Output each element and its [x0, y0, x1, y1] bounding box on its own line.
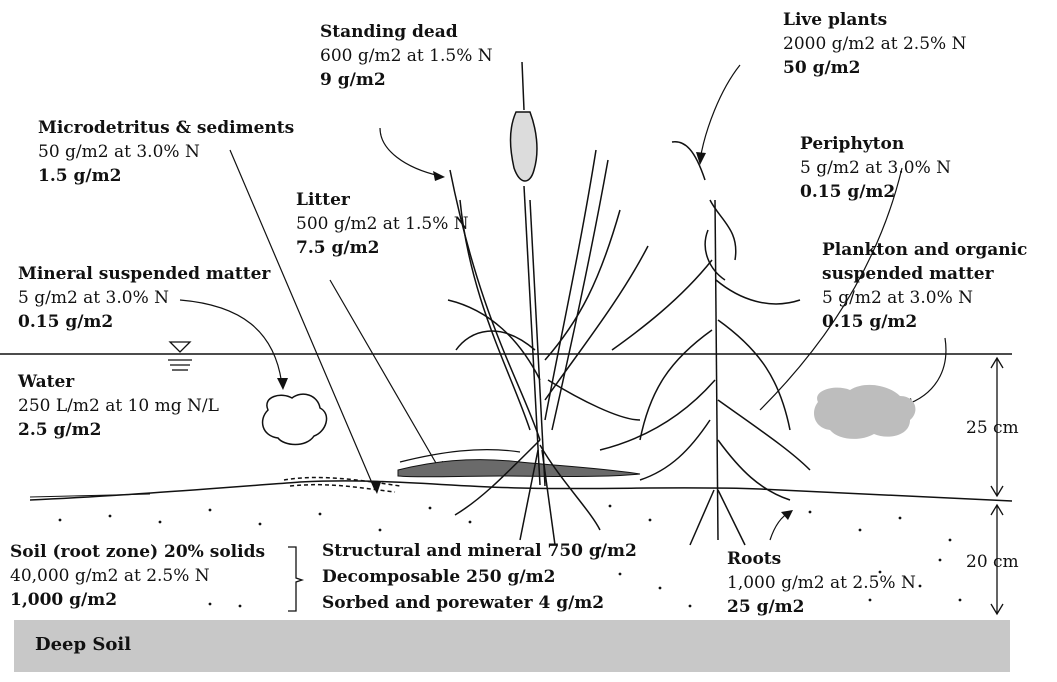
mineral-suspended-blob	[263, 394, 327, 444]
water-depth-label: 25 cm	[966, 418, 1019, 438]
root-zone-depth-label: 20 cm	[966, 552, 1019, 572]
soil-label: Soil (root zone) 20% solids 40,000 g/m2 …	[10, 540, 265, 612]
soil-fraction-decomposable: Decomposable 250 g/m2	[322, 566, 555, 589]
plankton-blob	[814, 385, 915, 439]
water-level-symbol	[168, 342, 192, 370]
litter-label: Litter 500 g/m2 at 1.5% N 7.5 g/m2	[296, 188, 469, 260]
plankton-label: Plankton and organic suspended matter 5 …	[822, 238, 1027, 334]
soil-bracket	[288, 547, 302, 611]
soil-fraction-sorbed: Sorbed and porewater 4 g/m2	[322, 592, 604, 615]
water-label: Water 250 L/m2 at 10 mg N/L 2.5 g/m2	[18, 370, 219, 442]
standing-dead-label: Standing dead 600 g/m2 at 1.5% N 9 g/m2	[320, 20, 493, 92]
flowering-plant	[600, 142, 810, 545]
soil-fraction-structural: Structural and mineral 750 g/m2	[322, 540, 637, 563]
litter-layer	[398, 460, 640, 477]
sediment-surface-line	[30, 481, 1012, 501]
live-plants-label: Live plants 2000 g/m2 at 2.5% N 50 g/m2	[783, 8, 966, 80]
periphyton-label: Periphyton 5 g/m2 at 3.0% N 0.15 g/m2	[800, 132, 951, 204]
mineral-suspended-label: Mineral suspended matter 5 g/m2 at 3.0% …	[18, 262, 270, 334]
microdetritus-label: Microdetritus & sediments 50 g/m2 at 3.0…	[38, 116, 294, 188]
dimension-markers	[991, 358, 1003, 614]
roots-label: Roots 1,000 g/m2 at 2.5% N 25 g/m2	[727, 547, 916, 619]
